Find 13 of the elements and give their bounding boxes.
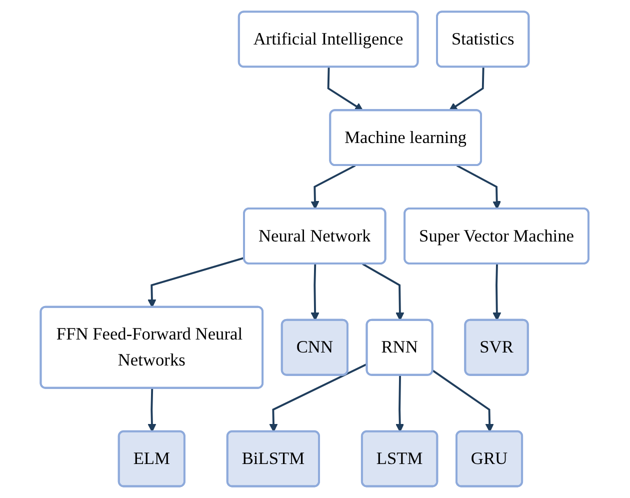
arrow: [449, 67, 485, 111]
arrow: [362, 263, 405, 321]
arrow: [311, 264, 320, 321]
arrow: [270, 363, 368, 432]
arrow: [456, 164, 502, 210]
flowchart-diagram: Artificial Intelligence Statistics Machine learning Neural Network Super Vector Machine FFN Feed-Forward Neural Networks CNN RNN SVR ELM BiLSTM LSTM GRU: [33, 4, 597, 494]
arrow: [148, 388, 157, 432]
arrow: [432, 370, 494, 432]
arrow: [328, 67, 364, 111]
arrow: [148, 256, 246, 308]
arrow: [493, 264, 502, 321]
arrow: [311, 164, 356, 210]
arrow: [396, 375, 405, 432]
